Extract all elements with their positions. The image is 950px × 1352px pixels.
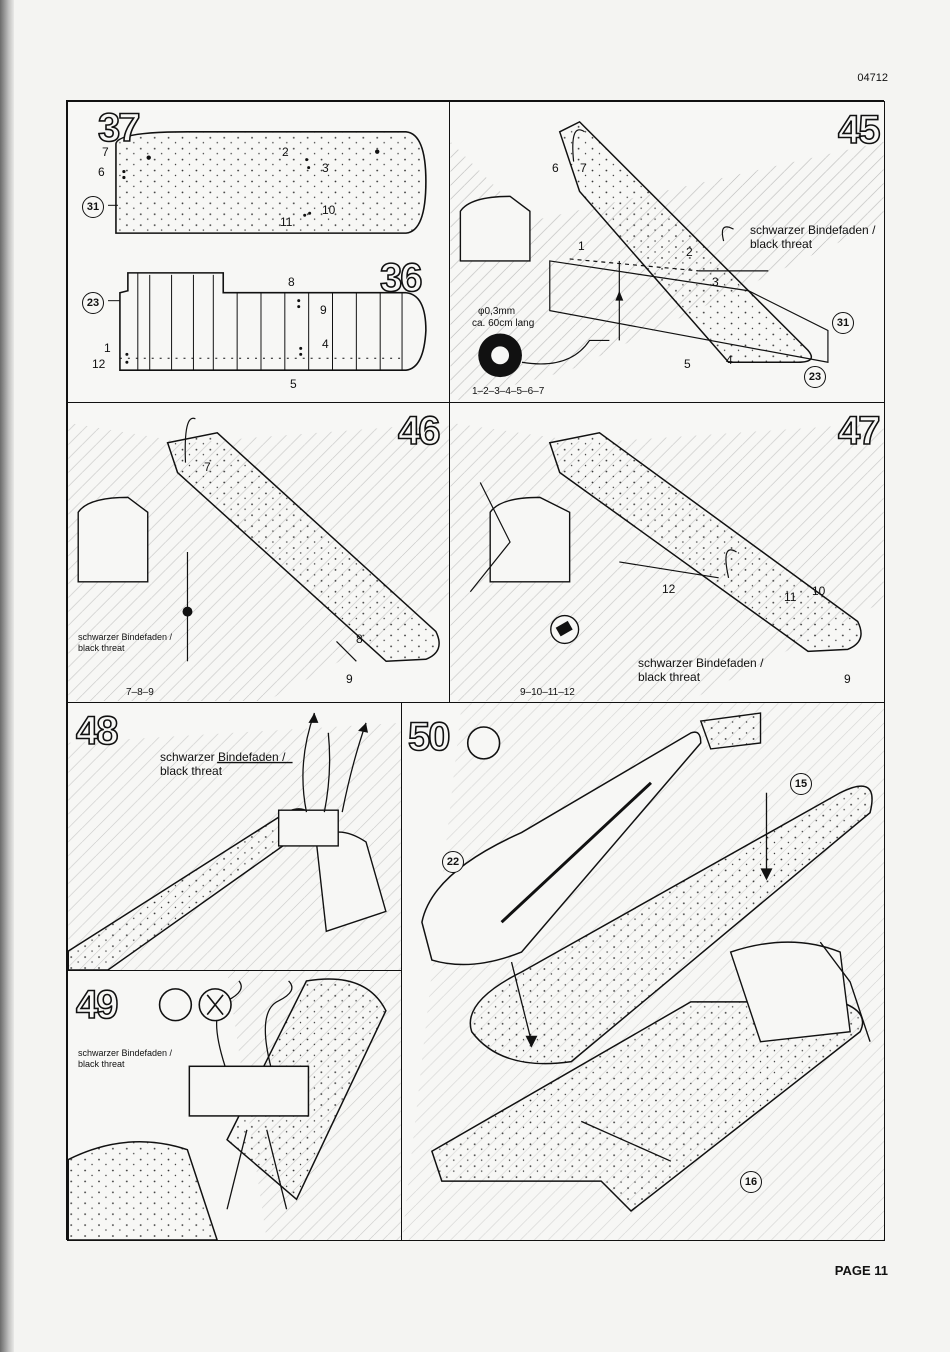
product-code: 04712 (857, 72, 888, 84)
hole-label: 7 (204, 460, 211, 474)
hole-label: 7 (102, 145, 109, 159)
panel-step-48: 48 schwarzer Bindefaden / black threat (67, 702, 402, 971)
panel-step-47: 47 schwarzer Bindefaden / black threat 9… (449, 402, 885, 703)
hole-label: 12 (662, 582, 676, 596)
thread-label: schwarzer Bindefaden / (160, 750, 286, 764)
hole-label: 2 (282, 145, 289, 159)
hole-label: 5 (290, 377, 297, 391)
hole-label: 11 (280, 215, 293, 229)
step-number-46: 46 (397, 409, 441, 453)
part-callout-31: 31 (82, 196, 104, 218)
part-callout-16: 16 (740, 1171, 762, 1193)
hole-label: 9 (346, 672, 353, 686)
step-number-45: 45 (837, 108, 881, 152)
thread-label: schwarzer Bindefaden / (78, 632, 173, 642)
wing-assembly-drawing (402, 703, 884, 1240)
part-callout-22: 22 (442, 851, 464, 873)
hole-label: 6 (552, 161, 559, 175)
thread-label: schwarzer Bindefaden / (750, 223, 876, 237)
thread-length: ca. 60cm lang (472, 318, 535, 329)
instruction-frame: 37 36 31 23 7 6 2 3 11 10 8 9 4 5 1 12 (66, 100, 885, 1241)
hole-label: 11 (784, 590, 797, 604)
thread-label-en: black threat (750, 237, 813, 251)
hole-label: 1 (578, 239, 585, 253)
hole-label: 9 (844, 672, 851, 686)
step-number-36: 36 (379, 256, 423, 300)
thread-label-en: black threat (78, 1059, 125, 1069)
wing-parts-drawing (108, 131, 427, 372)
hole-label: 1 (104, 341, 111, 355)
panel-step-37-36: 37 36 31 23 7 6 2 3 11 10 8 9 4 5 1 12 (67, 101, 450, 403)
hole-label: 6 (98, 165, 105, 179)
page-number: PAGE 11 (834, 1263, 888, 1278)
wing-threading-drawing (450, 422, 884, 702)
wing-threading-drawing (68, 417, 449, 702)
hole-label: 3 (712, 275, 719, 289)
hole-label: 12 (92, 357, 106, 371)
thread-label: schwarzer Bindefaden / (78, 1048, 173, 1058)
step-number-37: 37 (97, 106, 141, 150)
threading-sequence: 9–10–11–12 (520, 687, 575, 698)
hole-label: 8 (288, 275, 295, 289)
thread-label-en: black threat (160, 764, 223, 778)
hole-label: 2 (686, 245, 693, 259)
threading-sequence: 7–8–9 (126, 687, 154, 698)
hole-label: 8 (356, 632, 363, 646)
hole-label: 7 (580, 161, 587, 175)
hole-label: 5 (684, 357, 691, 371)
panel-step-45: 45 schwarzer Bindefaden / black threat φ… (449, 101, 885, 403)
hole-label: 3 (322, 161, 329, 175)
panel-step-49: 49 schwarzer Bindefaden / black threat (67, 970, 402, 1241)
threading-sequence: 1–2–3–4–5–6–7 (472, 386, 545, 397)
panel-step-50: 50 15 22 16 (401, 702, 885, 1241)
hole-label: 4 (726, 353, 733, 367)
hole-label: 9 (320, 303, 327, 317)
hole-label: 10 (812, 584, 826, 598)
step-number-50: 50 (407, 715, 451, 759)
wing-threading-drawing (68, 712, 401, 970)
step-number-48: 48 (75, 709, 119, 753)
step-number-49: 49 (75, 983, 119, 1027)
hole-label: 4 (322, 337, 329, 351)
wing-threading-drawing (450, 120, 884, 402)
part-callout-23: 23 (82, 292, 104, 314)
part-callout-31: 31 (832, 312, 854, 334)
hole-label: 10 (322, 203, 336, 217)
part-callout-23: 23 (804, 366, 826, 388)
thread-label-en: black threat (638, 670, 701, 684)
step-number-47: 47 (837, 409, 881, 453)
thread-label: schwarzer Bindefaden / (638, 656, 764, 670)
panel-step-46: 46 schwarzer Bindefaden / black threat 7… (67, 402, 450, 703)
thread-label-en: black threat (78, 643, 125, 653)
glue-tube-icon (474, 733, 494, 753)
thread-diameter: φ0,3mm (478, 306, 516, 317)
part-callout-15: 15 (790, 773, 812, 795)
cabane-threading-drawing (68, 971, 401, 1240)
binding-shadow (0, 0, 14, 1352)
